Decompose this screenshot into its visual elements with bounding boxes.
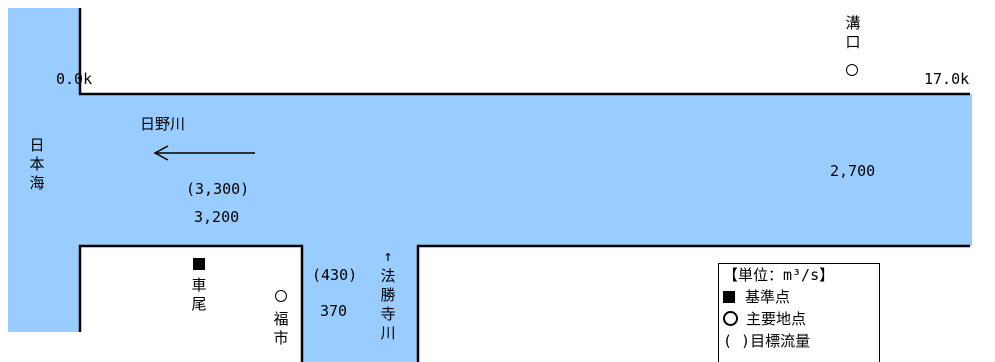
- mizoguchi-circle-icon: [846, 64, 858, 76]
- legend-base-point-label: 基準点: [745, 288, 791, 306]
- legend-title: 【単位：m³/s】: [723, 266, 835, 284]
- kuruma-o-name: 車尾: [191, 276, 207, 313]
- tributary-target-flow: (430): [312, 266, 358, 284]
- tributary-channel: [302, 244, 418, 362]
- flow-arrow-head: [153, 145, 169, 161]
- sea-area: [8, 8, 80, 332]
- start-km-label: 0.0k: [56, 70, 93, 88]
- downstream-target-flow: (3,300): [186, 180, 250, 198]
- legend-main-point-label: 主要地点: [746, 310, 807, 328]
- upstream-plan-flow: 2,700: [830, 162, 876, 180]
- main-river-name: 日野川: [140, 115, 186, 133]
- mizoguchi-name: 溝口: [845, 14, 861, 51]
- tributary-plan-flow: 370: [320, 302, 348, 320]
- main-river-channel: [78, 94, 972, 246]
- fukuichi-name: 福市: [273, 310, 289, 347]
- fukuichi-circle-icon: [275, 290, 287, 302]
- legend-main-point: 主要地点: [723, 308, 879, 330]
- sea-label: 日本海: [29, 136, 45, 192]
- circle-icon: [723, 311, 738, 326]
- tributary-name: 法勝寺川: [380, 267, 396, 342]
- legend-target-flow: ( )目標流量: [723, 332, 811, 350]
- square-icon: [723, 291, 735, 303]
- legend-base-point: 基準点: [723, 286, 879, 308]
- lower-left-bank-line: [78, 244, 304, 362]
- tributary-arrow-icon: ↑: [383, 247, 393, 265]
- legend-box: 【単位：m³/s】 基準点 主要地点 ( )目標流量: [718, 263, 880, 362]
- end-km-label: 17.0k: [924, 70, 970, 88]
- downstream-plan-flow: 3,200: [194, 208, 240, 226]
- upper-bank-line: [78, 8, 970, 96]
- lower-right-bank-line: [416, 244, 970, 362]
- kuruma-o-square-icon: [193, 258, 205, 270]
